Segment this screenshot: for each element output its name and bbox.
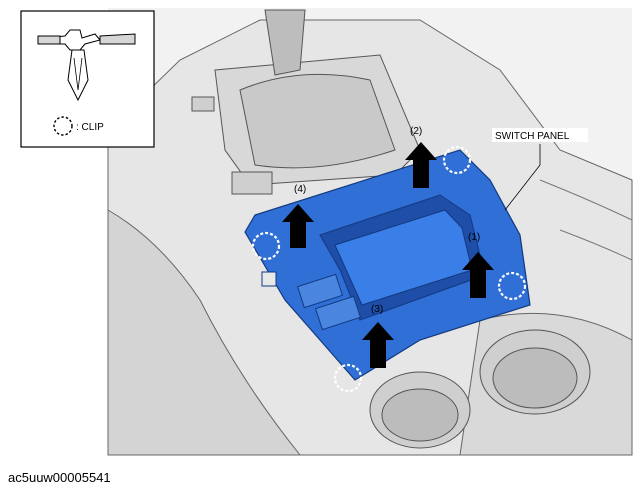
step2-label: (2) <box>410 126 422 137</box>
step1-label: (1) <box>468 232 480 243</box>
clip-marker <box>251 231 281 261</box>
clip-marker <box>333 363 363 393</box>
switch-panel-callout: SWITCH PANEL <box>492 128 588 211</box>
arrow-step4 <box>282 204 314 248</box>
clip-markers <box>251 145 527 393</box>
clip-illustration <box>37 29 136 102</box>
cup-holders <box>369 329 591 449</box>
arrow-step3 <box>362 322 394 368</box>
switch-panel-label: SWITCH PANEL <box>495 131 570 142</box>
arrow-step1 <box>462 252 494 298</box>
step4-label: (4) <box>294 184 306 195</box>
clip-marker <box>497 271 527 301</box>
clip-legend-label: : CLIP <box>76 122 104 133</box>
switch-panel <box>244 149 531 381</box>
clip-legend-box: : CLIP <box>20 10 155 148</box>
clip-legend-symbol <box>53 116 73 136</box>
step3-label: (3) <box>371 304 383 315</box>
clip-marker <box>442 145 472 175</box>
arrow-step2 <box>405 142 437 188</box>
shift-boot <box>191 9 421 195</box>
figure-caption: ac5uuw00005541 <box>8 470 111 485</box>
removal-arrows <box>282 142 494 368</box>
